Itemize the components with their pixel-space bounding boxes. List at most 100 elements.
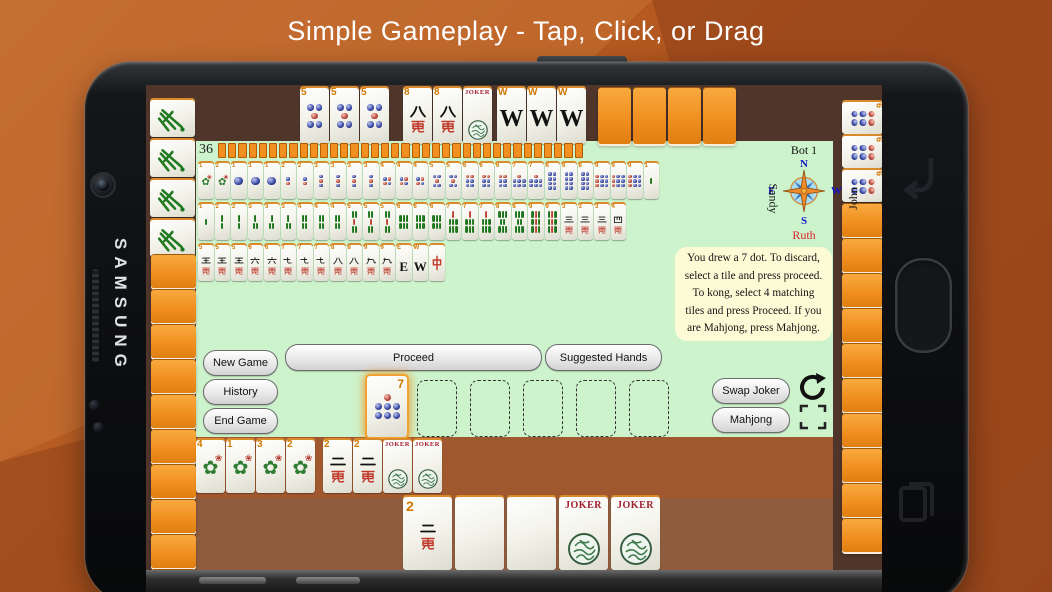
proceed-button[interactable]: Proceed xyxy=(285,344,542,371)
tile-j[interactable]: JOKER xyxy=(559,497,608,570)
wall-counter-square xyxy=(401,143,410,158)
tile-back xyxy=(151,430,196,463)
wall-counter-square xyxy=(218,143,227,158)
history-button[interactable]: History xyxy=(203,379,278,405)
wall-counter-square xyxy=(513,143,522,158)
tile-d6: 6 xyxy=(842,136,882,168)
tile-d5: 5 xyxy=(360,88,389,144)
recents-icon[interactable] xyxy=(897,476,937,528)
tile-s4: 4 xyxy=(330,204,346,240)
tile-d7: 7 xyxy=(511,163,527,199)
tile-w3: 3 xyxy=(577,204,593,240)
tile-f4[interactable]: 4✿❀ xyxy=(196,440,225,493)
end-game-button[interactable]: End Game xyxy=(203,408,278,434)
wall-counter-square xyxy=(554,143,563,158)
empty-slot[interactable] xyxy=(576,380,616,437)
tile-d6: 6 xyxy=(462,163,478,199)
empty-slot[interactable] xyxy=(417,380,457,437)
tile-w9: 9 xyxy=(379,245,395,281)
wall-counter-square xyxy=(350,143,359,158)
swap-joker-button[interactable]: Swap Joker xyxy=(712,378,790,404)
empty-slot[interactable] xyxy=(629,380,669,437)
topwall-backs xyxy=(598,88,736,144)
tile-back xyxy=(151,290,196,323)
tile-blank[interactable] xyxy=(455,497,504,570)
tile-back xyxy=(151,360,196,393)
tile-w5: 5 xyxy=(198,245,214,281)
back-icon[interactable] xyxy=(897,148,943,204)
wall-counter-square xyxy=(564,143,573,158)
tile-back xyxy=(842,449,882,482)
rightwall-face-tiles: 666 xyxy=(842,102,882,202)
tile-w2[interactable]: 2 xyxy=(403,497,452,570)
tile-j[interactable]: JOKER xyxy=(413,440,442,493)
wall-counter-square xyxy=(340,143,349,158)
page-title: Simple Gameplay - Tap, Click, or Drag xyxy=(287,16,765,46)
tile-d4: 4 xyxy=(396,163,412,199)
phone-top-button xyxy=(537,56,627,66)
tile-f3[interactable]: 3✿❀ xyxy=(256,440,285,493)
wall-counter-square xyxy=(544,143,553,158)
tile-s3: 3 xyxy=(280,204,296,240)
selection-slots xyxy=(417,380,669,437)
tile-j[interactable]: JOKER xyxy=(611,497,660,570)
leftwall-backs xyxy=(151,255,196,592)
empty-slot[interactable] xyxy=(470,380,510,437)
tile-d4: 4 xyxy=(379,163,395,199)
wall-counter-square xyxy=(248,143,257,158)
tile-d1: 1 xyxy=(247,163,263,199)
tile-back xyxy=(633,88,666,144)
tile-w8: 8 xyxy=(433,88,462,144)
wall-count: 36 xyxy=(199,142,213,157)
tile-s4: 4 xyxy=(297,204,313,240)
tile-w2[interactable]: 2 xyxy=(323,440,352,493)
tile-d5: 5 xyxy=(300,88,329,144)
tile-s7: 7 xyxy=(462,204,478,240)
drawn-tile[interactable]: 7 xyxy=(367,376,407,437)
rotate-icon[interactable] xyxy=(796,371,828,403)
tile-s8: 8 xyxy=(495,204,511,240)
tile-j[interactable]: JOKER xyxy=(383,440,412,493)
tile-w2[interactable]: 2 xyxy=(353,440,382,493)
tile-f1[interactable]: 1✿❀ xyxy=(226,440,255,493)
wall-counter-square xyxy=(238,143,247,158)
tile-d9: 9 xyxy=(594,163,610,199)
wall-counter-square xyxy=(503,143,512,158)
home-button[interactable] xyxy=(895,258,952,353)
tile-s7: 7 xyxy=(478,204,494,240)
compass: Bot 1 N E W S Ruth Sandy John xyxy=(746,143,862,253)
tile-d7[interactable]: 7 xyxy=(367,376,407,437)
tile-w7: 7 xyxy=(313,245,329,281)
suggested-hands-button[interactable]: Suggested Hands xyxy=(545,344,662,371)
tile-d1: 1 xyxy=(231,163,247,199)
tile-g xyxy=(150,140,195,177)
tile-d1: 1 xyxy=(264,163,280,199)
tile-back xyxy=(151,465,196,498)
new-game-button[interactable]: New Game xyxy=(203,350,278,376)
marquee-select-icon[interactable] xyxy=(799,403,827,431)
screen-bottom-bezel xyxy=(146,570,882,592)
empty-slot[interactable] xyxy=(523,380,563,437)
wall-counter-square xyxy=(523,143,532,158)
wall-counter-square xyxy=(533,143,542,158)
tile-s6: 6 xyxy=(412,204,428,240)
mahjong-button[interactable]: Mahjong xyxy=(712,407,790,433)
tile-w4: 4 xyxy=(610,204,626,240)
tile-f2[interactable]: 2✿❀ xyxy=(286,440,315,493)
tile-d8: 8 xyxy=(561,163,577,199)
tile-j: JOKER xyxy=(463,88,492,144)
wall-counter-square xyxy=(268,143,278,158)
wall-counter-square xyxy=(289,143,298,158)
bezel-slit xyxy=(296,577,360,584)
tile-s7: 7 xyxy=(445,204,461,240)
tile-blank[interactable] xyxy=(507,497,556,570)
tile-s5: 5 xyxy=(379,204,395,240)
